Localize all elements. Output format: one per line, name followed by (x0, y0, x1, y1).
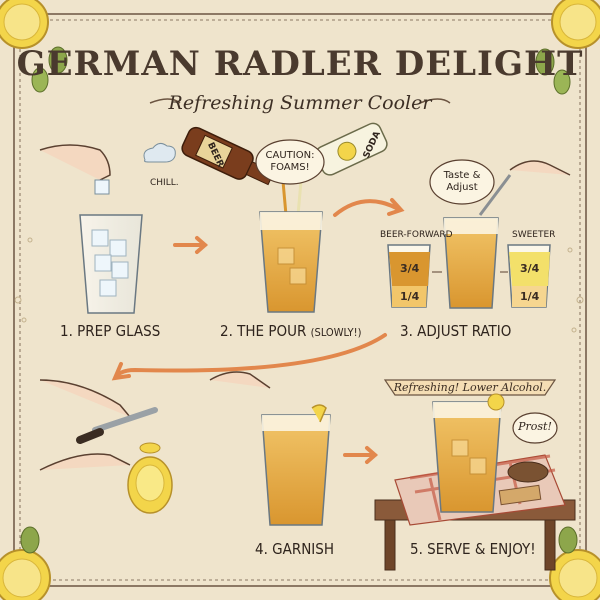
step3-bubble-line2: Adjust (446, 182, 478, 193)
coaster-icon (498, 484, 542, 506)
pretzel-bowl-icon (507, 461, 549, 483)
step2-caption-main: 2. THE POUR (220, 322, 307, 340)
sweeter-label: SWEETER (512, 230, 556, 240)
knife-icon (92, 407, 158, 433)
step5-caption: 5. SERVE & ENJOY! (410, 540, 536, 558)
cloud-icon (143, 142, 176, 163)
step1-note: CHILL. (150, 178, 179, 188)
corner-decoration-top-right (535, 0, 600, 95)
inner-border (19, 19, 581, 581)
spoon-icon (478, 174, 512, 216)
lemon-cutting-illustration (39, 379, 173, 514)
serve-glass (432, 401, 502, 513)
step3-illustration (387, 159, 571, 309)
step4-caption: 4. GARNISH (255, 540, 335, 558)
step2-illustration (181, 122, 388, 313)
taste-bubble (429, 159, 495, 205)
step4-illustration (209, 371, 331, 526)
arrow-1-to-2-icon (173, 236, 209, 254)
step3-caption: 3. ADJUST RATIO (400, 322, 512, 340)
ice-cube-icon (94, 179, 110, 195)
step3-bubble: Taste & Adjust (432, 170, 492, 194)
step1-caption: 1. PREP GLASS (60, 322, 161, 340)
step2-bubble-line2: FOAMS! (270, 162, 310, 173)
caution-bubble (255, 139, 325, 185)
beer-forward-top-fraction: 3/4 (400, 262, 420, 275)
step2-bubble-line1: CAUTION: (265, 150, 315, 161)
flourish-right (419, 98, 451, 104)
lemon-twist-icon (311, 404, 327, 423)
prost-text: Prost! (518, 420, 552, 433)
corner-decoration-top-left (0, 0, 68, 93)
outer-border (13, 13, 587, 587)
step1-illustration (39, 142, 176, 314)
flourish-left (149, 98, 181, 104)
banner-ribbon (383, 379, 557, 396)
sweeter-bottom-fraction: 1/4 (520, 290, 540, 303)
arrow-2-to-3-icon (333, 198, 405, 217)
page-subtitle: Refreshing Summer Cooler (168, 92, 432, 114)
step2-caption: 2. THE POUR (SLOWLY!) (220, 322, 361, 340)
prost-bubble (512, 412, 558, 444)
decorative-bubbles (14, 237, 584, 333)
step3-bubble-line1: Taste & (443, 170, 481, 181)
page-title: GERMAN RADLER DELIGHT (16, 44, 584, 84)
beer-forward-bottom-fraction: 1/4 (400, 290, 420, 303)
arrow-4-to-5-icon (343, 446, 379, 464)
step5-illustration (374, 379, 576, 571)
corner-decoration-bottom-left (0, 526, 51, 600)
step2-bubble: CAUTION: FOAMS! (258, 150, 322, 174)
step2-caption-suffix: (SLOWLY!) (310, 326, 362, 339)
beer-forward-label: BEER-FORWARD (380, 230, 453, 240)
arrow-3-to-4-icon (111, 333, 387, 381)
banner-text: Refreshing! Lower Alcohol. (393, 381, 547, 394)
corner-decoration-bottom-right (549, 526, 600, 600)
garnish-glass (261, 414, 331, 526)
sweeter-top-fraction: 3/4 (520, 262, 540, 275)
